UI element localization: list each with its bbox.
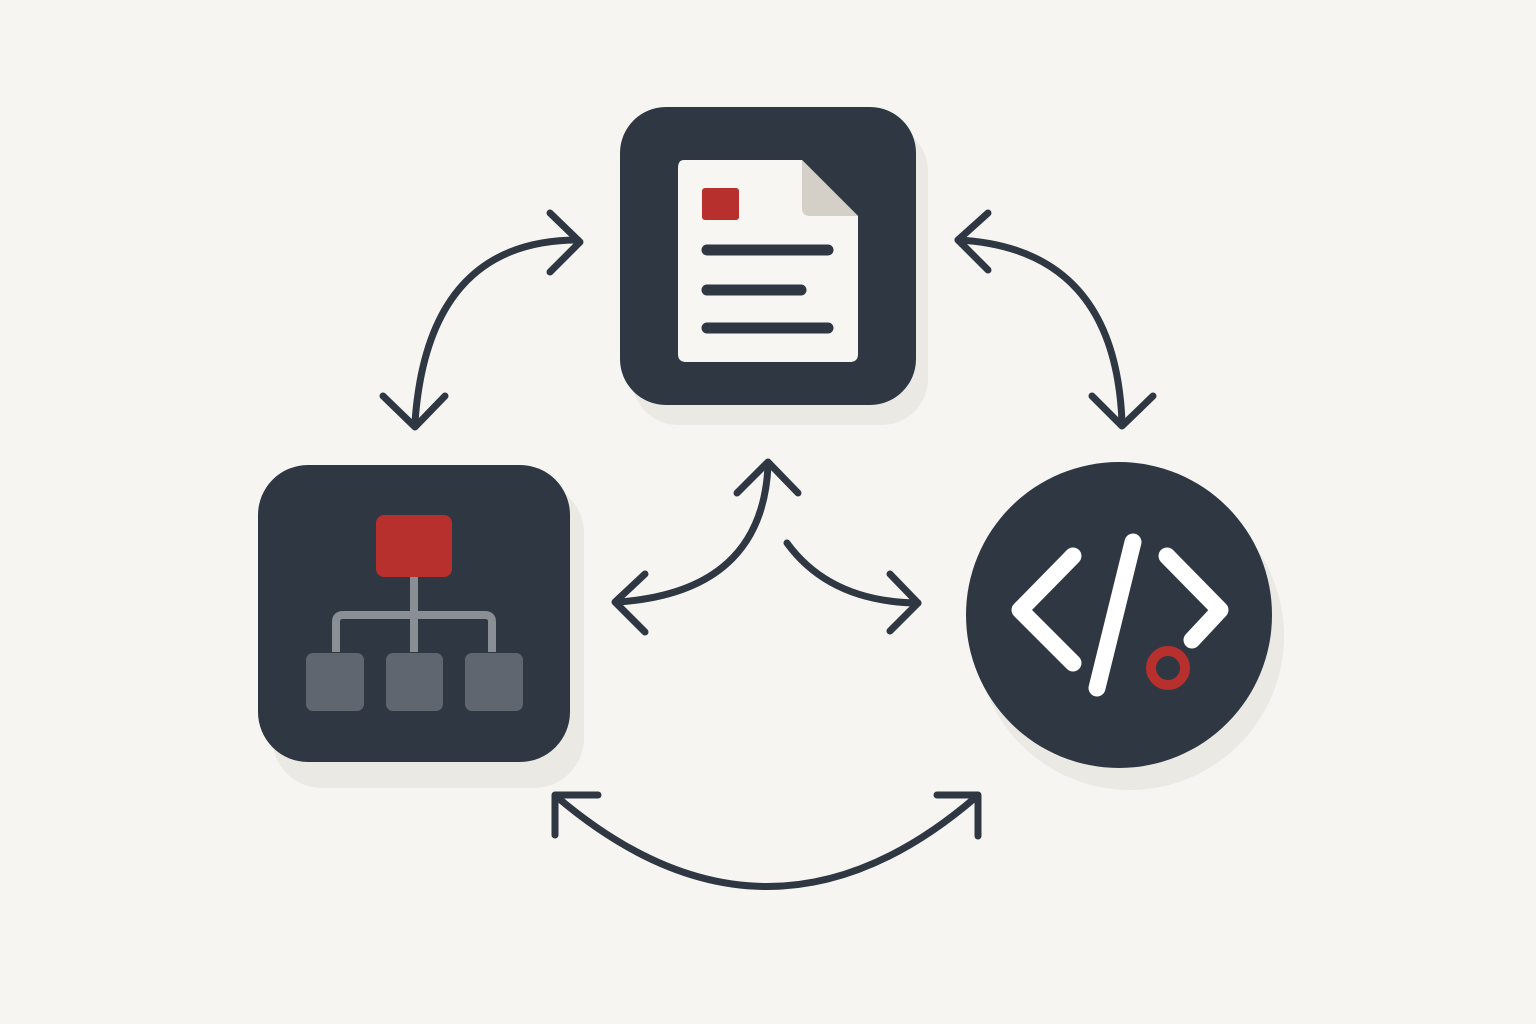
arrow-hierarchy-code bbox=[551, 791, 982, 890]
arrow-center-document-hierarchy bbox=[611, 458, 802, 636]
code-node bbox=[966, 462, 1284, 790]
code-icon bbox=[1011, 533, 1229, 697]
hierarchy-icon bbox=[306, 515, 523, 711]
document-icon bbox=[678, 160, 858, 362]
document-node bbox=[620, 107, 928, 425]
hierarchy-node bbox=[258, 465, 584, 788]
arrow-center-code bbox=[783, 539, 922, 635]
arrow-document-code bbox=[954, 209, 1157, 430]
arrow-document-hierarchy bbox=[379, 209, 584, 431]
